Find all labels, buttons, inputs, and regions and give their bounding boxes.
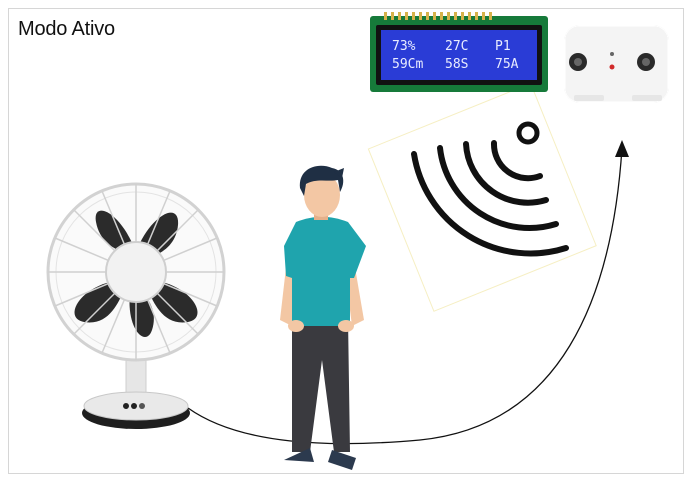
lcd-angle-value: 75A bbox=[495, 57, 519, 72]
lcd-mode-value: P1 bbox=[495, 39, 511, 54]
lcd-temperature-value: 27C bbox=[445, 39, 468, 54]
lcd-time-value: 58S bbox=[445, 57, 468, 72]
lcd-humidity-value: 73% bbox=[392, 39, 416, 54]
desk-fan-icon bbox=[46, 182, 226, 429]
page-title: Modo Ativo bbox=[18, 18, 115, 40]
lcd-display-icon: 73% 27C P1 59Cm 58S 75A bbox=[370, 12, 548, 92]
arrow-head-icon bbox=[615, 140, 629, 157]
lcd-distance-value: 59Cm bbox=[392, 57, 423, 72]
sensor-device-icon bbox=[564, 25, 669, 103]
diagram-frame bbox=[8, 8, 684, 474]
signal-area-outline bbox=[367, 82, 597, 312]
wireless-signal-icon bbox=[411, 121, 569, 257]
connection-arrow-line bbox=[187, 147, 623, 445]
person-icon bbox=[280, 165, 366, 470]
